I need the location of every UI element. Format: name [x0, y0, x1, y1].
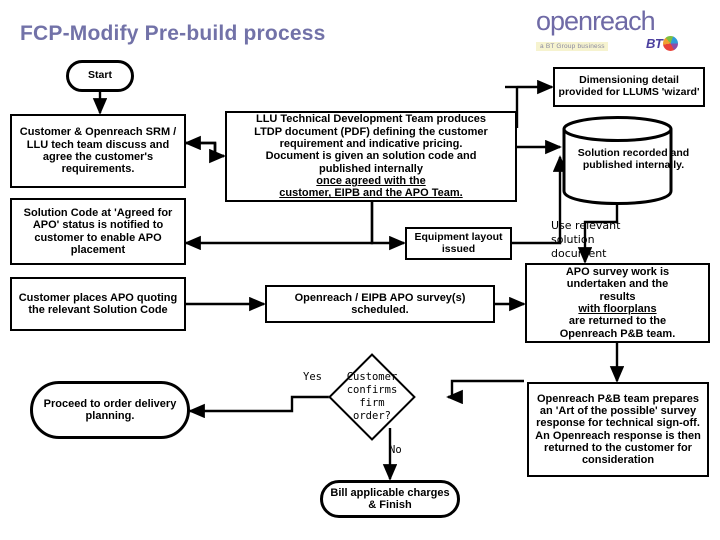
node-customer-places-apo-label: Customer places APO quoting the relevant… — [18, 291, 178, 316]
node-solution-database-label: Solution recorded and published internal… — [577, 147, 690, 171]
node-start-label: Start — [88, 69, 112, 82]
node-bill-finish-label: Bill applicable charges & Finish — [330, 486, 450, 511]
node-pb-art-of-possible-label: Openreach P&B team prepares an 'Art of t… — [535, 392, 701, 467]
node-solution-code-agreed[interactable]: Solution Code at 'Agreed for APO' status… — [10, 198, 186, 265]
node-solution-code-agreed-label: Solution Code at 'Agreed for APO' status… — [23, 206, 173, 256]
node-customer-srm[interactable]: Customer & Openreach SRM / LLU tech team… — [10, 114, 186, 188]
node-decision-customer-confirms[interactable]: Customer confirms firm order? — [328, 353, 416, 441]
node-apo-survey-work-line4: are returned to the — [568, 315, 667, 328]
node-apo-survey-work-line3-plain: results — [599, 290, 636, 303]
node-llu-line5: published internally once agreed with th… — [310, 163, 431, 188]
node-llu-line6-underline: customer, EIPB and the APO Team. — [279, 187, 463, 200]
node-proceed-to-order-label: Proceed to order delivery planning. — [43, 397, 177, 422]
node-apo-survey-work-line3-underline: with floorplans — [578, 303, 657, 315]
node-llu-line2: LTDP document (PDF) defining the custome… — [254, 125, 488, 138]
node-llu-ltdp[interactable]: LLU Technical Development Team produces … — [225, 111, 517, 202]
node-dimensioning-detail-label: Dimensioning detail provided for LLUMS '… — [558, 74, 700, 98]
bt-wordmark: BT — [646, 36, 663, 51]
node-customer-places-apo[interactable]: Customer places APO quoting the relevant… — [10, 277, 186, 331]
node-customer-srm-label: Customer & Openreach SRM / LLU tech team… — [19, 126, 177, 176]
node-proceed-to-order[interactable]: Proceed to order delivery planning. — [30, 381, 190, 439]
cylinder-shape — [562, 116, 673, 205]
node-llu-line3: requirement and indicative pricing. — [279, 138, 463, 151]
node-apo-survey-work-line5: Openreach P&B team. — [559, 327, 676, 340]
node-apo-survey-work[interactable]: APO survey work is undertaken and the re… — [525, 263, 710, 343]
node-llu-line5-plain: published internally — [319, 162, 423, 175]
node-llu-line5-underline: once agreed with the — [316, 174, 426, 187]
node-llu-line1: LLU Technical Development Team produces — [255, 113, 487, 126]
page-title: FCP-Modify Pre-build process — [20, 22, 326, 45]
node-equipment-layout[interactable]: Equipment layout issued — [405, 227, 512, 260]
edge-label-no: No — [389, 444, 402, 456]
node-pb-art-of-possible[interactable]: Openreach P&B team prepares an 'Art of t… — [527, 382, 709, 477]
node-dimensioning-detail[interactable]: Dimensioning detail provided for LLUMS '… — [553, 67, 705, 107]
bt-globe-icon — [663, 36, 679, 51]
node-decision-label: Customer confirms firm order? — [346, 370, 398, 423]
node-apo-survey-work-line1: APO survey work is — [565, 266, 670, 279]
openreach-logo: openreach a BT Group business — [536, 6, 656, 53]
openreach-wordmark: openreach — [536, 6, 656, 36]
note-use-relevant-document: Use relevant solution document — [551, 219, 621, 261]
node-apo-survey-work-line3: results with floorplans — [572, 291, 662, 316]
node-apo-survey-work-line2: undertaken and the — [566, 278, 669, 291]
node-llu-line4: Document is given an solution code and — [265, 150, 477, 163]
node-solution-database[interactable]: Solution recorded and published internal… — [561, 115, 689, 205]
node-equipment-layout-label: Equipment layout issued — [414, 230, 503, 255]
edge-label-yes: Yes — [303, 371, 322, 383]
bt-logo: BT — [646, 36, 679, 51]
node-bill-finish[interactable]: Bill applicable charges & Finish — [320, 480, 460, 518]
node-start[interactable]: Start — [66, 60, 134, 92]
openreach-tagline: a BT Group business — [536, 42, 608, 51]
node-apo-survey-scheduled[interactable]: Openreach / EIPB APO survey(s) scheduled… — [265, 285, 495, 323]
node-apo-survey-scheduled-label: Openreach / EIPB APO survey(s) scheduled… — [294, 291, 466, 316]
